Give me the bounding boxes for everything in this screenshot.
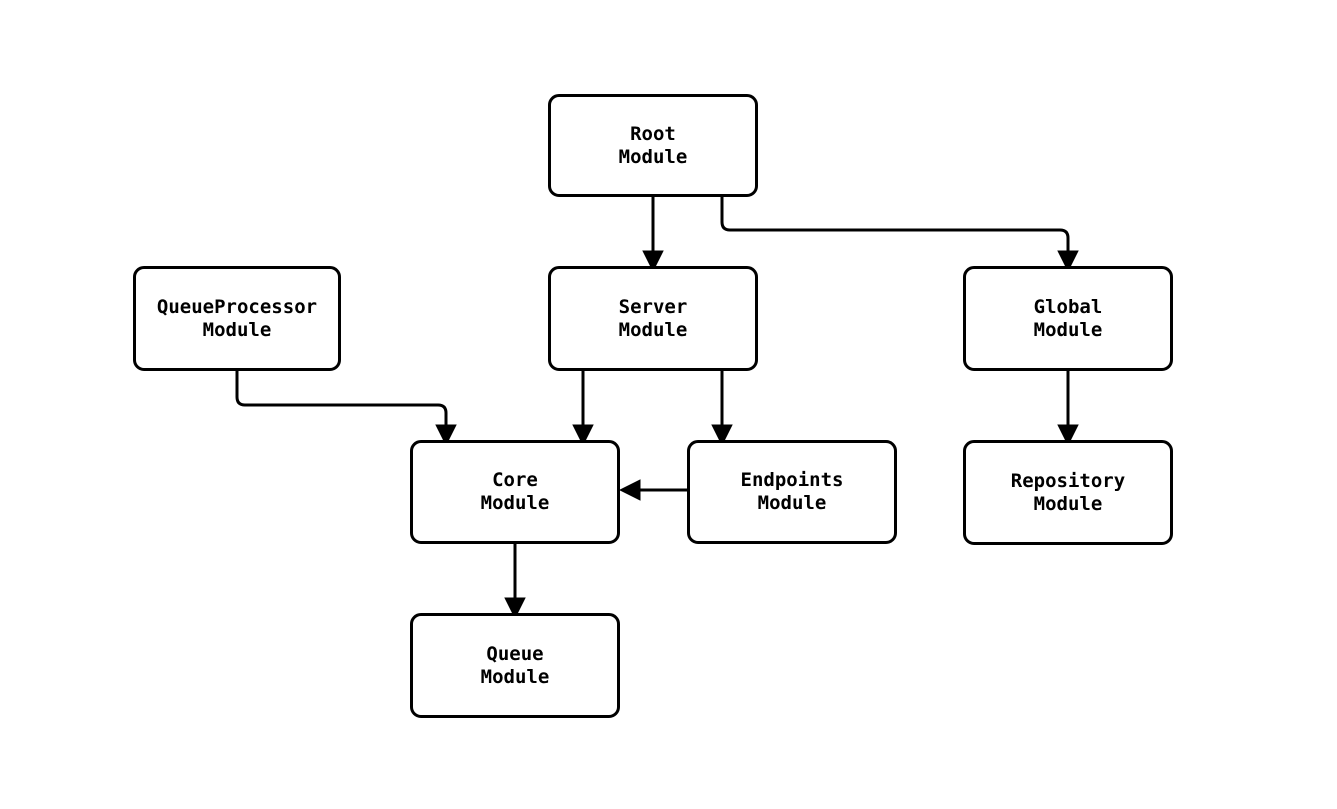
- node-subtitle: Module: [1033, 318, 1103, 341]
- node-subtitle: Module: [480, 665, 550, 688]
- node-global-module[interactable]: Global Module: [963, 266, 1173, 371]
- node-subtitle: Module: [480, 492, 550, 514]
- edge-group: [235, 197, 1079, 619]
- node-subtitle: Module: [618, 318, 688, 341]
- node-endpoints-module[interactable]: Endpoints Module: [687, 440, 897, 544]
- node-title: Core: [492, 469, 538, 491]
- node-server-module[interactable]: Server Module: [548, 266, 758, 371]
- node-subtitle: Module: [618, 145, 688, 168]
- node-title: Queue: [486, 642, 544, 665]
- edge-queueprocessor-core: [235, 371, 457, 446]
- node-title: Global: [1033, 295, 1103, 318]
- node-title: Endpoints: [740, 469, 844, 491]
- node-title: Server: [618, 295, 688, 318]
- node-core-module[interactable]: Core Module: [410, 440, 620, 544]
- node-repository-module[interactable]: Repository Module: [963, 440, 1173, 545]
- node-subtitle: Module: [202, 318, 272, 341]
- node-queue-module[interactable]: Queue Module: [410, 613, 620, 718]
- edge-root-global: [720, 197, 1079, 272]
- node-title: Repository: [1010, 469, 1126, 492]
- node-queueprocessor-module[interactable]: QueueProcessor Module: [133, 266, 341, 371]
- node-root-module[interactable]: Root Module: [548, 94, 758, 197]
- node-subtitle: Module: [1033, 492, 1103, 515]
- node-subtitle: Module: [757, 492, 827, 514]
- node-title: QueueProcessor: [156, 295, 318, 318]
- node-title: Root: [630, 122, 676, 145]
